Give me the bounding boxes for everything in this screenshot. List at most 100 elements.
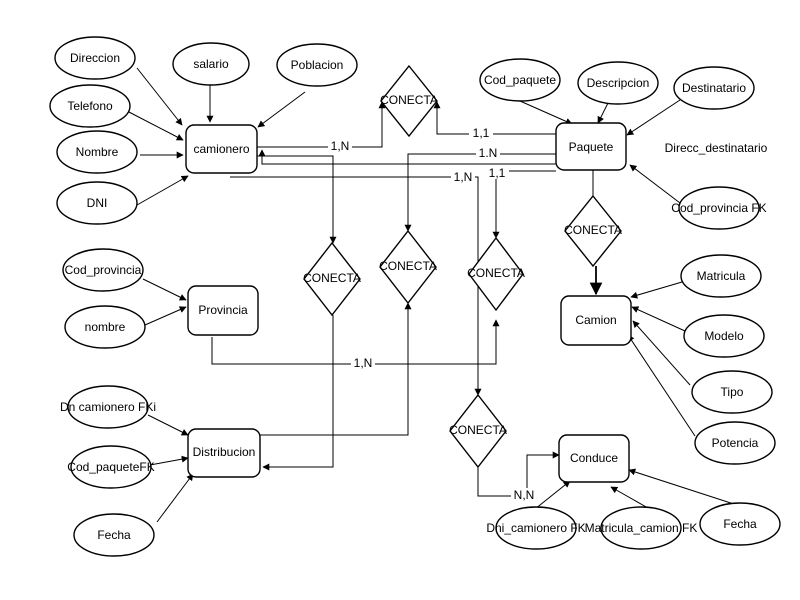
entity-box <box>185 124 258 174</box>
attributes: Direccion salario Poblacion Telefono Nom… <box>49 36 781 557</box>
attribute-tipo[interactable]: Tipo <box>691 370 773 414</box>
attribute-dn-camionero-fk[interactable]: Dn camionero FKi <box>60 385 156 429</box>
attribute-nombre-provincia[interactable]: nombre <box>64 305 146 349</box>
attribute-destinatario[interactable]: Destinatario <box>673 66 755 110</box>
attribute-direcc-destinatario[interactable]: Direcc_destinatario <box>665 141 768 155</box>
edge-matriculacamionfk-conduce <box>610 486 649 509</box>
attribute-matricula[interactable]: Matricula <box>680 254 762 298</box>
attribute-shape <box>56 130 138 174</box>
attribute-dni[interactable]: DNI <box>56 181 138 225</box>
cardinality-label: 1,N <box>331 139 350 153</box>
edge-paquete-rel-top <box>433 101 556 135</box>
attribute-label: salario <box>193 57 229 71</box>
relationship-bottom[interactable]: CONECTA <box>449 393 507 469</box>
attribute-label: DNI <box>87 196 108 210</box>
edge-tipo-camion <box>632 320 691 386</box>
entity-paquete[interactable]: Paquete <box>555 122 627 171</box>
attribute-label: Modelo <box>704 329 744 343</box>
attribute-poblacion[interactable]: Poblacion <box>276 43 358 87</box>
attribute-potencia[interactable]: Potencia <box>694 421 776 465</box>
relationship-diamond <box>468 236 524 312</box>
attribute-descripcion[interactable]: Descripcion <box>577 61 659 105</box>
attribute-cod-provincia-fk[interactable]: Cod_provincia FK <box>671 186 767 230</box>
attribute-cod-paquete-fk[interactable]: Cod_paqueteFK <box>67 445 155 489</box>
cardinality-bg <box>485 166 509 179</box>
attribute-shape <box>678 186 760 230</box>
attribute-label: nombre <box>85 320 126 334</box>
edge-fecha-distribucion <box>156 473 194 523</box>
relationship-diamond <box>564 194 622 268</box>
cardinality-bg <box>511 488 537 501</box>
edge-paquete-camionero <box>258 149 556 165</box>
entity-label: Camion <box>575 313 616 327</box>
edge-camionero-rel-bottom <box>230 176 482 396</box>
edge-distribucion-rel-midcenter <box>260 302 412 436</box>
relationship-label: CONECTA <box>380 93 438 107</box>
attribute-label: Dn camionero FKi <box>60 400 156 414</box>
entity-distribucion[interactable]: Distribucion <box>187 428 261 478</box>
relationship-mid-left[interactable]: CONECTA <box>303 241 361 317</box>
attribute-shape <box>694 421 776 465</box>
attribute-shape <box>683 314 765 358</box>
edge-paquete-rel-midright <box>492 170 556 239</box>
attribute-direccion[interactable]: Direccion <box>54 36 136 80</box>
edge-modelo-camion <box>631 306 686 332</box>
edge-descripcion-paquete <box>597 102 609 124</box>
entity-conduce[interactable]: Conduce <box>558 434 630 483</box>
attribute-shape <box>62 248 144 292</box>
edge-codpaquete-paquete <box>519 100 573 125</box>
entity-label: Paquete <box>569 140 614 154</box>
attribute-label: Matricula <box>697 269 746 283</box>
entity-box <box>558 434 630 483</box>
attribute-shape <box>495 506 577 550</box>
attribute-shape <box>680 254 762 298</box>
attribute-modelo[interactable]: Modelo <box>683 314 765 358</box>
entity-label: Distribucion <box>193 445 256 459</box>
cardinality-bg <box>328 139 352 152</box>
attribute-label: Potencia <box>712 436 759 450</box>
attribute-label: Descripcion <box>587 76 650 90</box>
entity-provincia[interactable]: Provincia <box>187 285 259 336</box>
attribute-nombre[interactable]: Nombre <box>56 130 138 174</box>
attribute-shape <box>673 66 755 110</box>
attribute-telefono[interactable]: Telefono <box>49 84 131 128</box>
attribute-fecha-conduce[interactable]: Fecha <box>699 502 781 546</box>
entity-box <box>560 295 632 346</box>
attribute-shape <box>699 502 781 546</box>
entity-box <box>187 285 259 336</box>
entity-box <box>187 428 261 478</box>
edge-dnicamionerofk-conduce <box>534 480 571 510</box>
entity-camion[interactable]: Camion <box>560 295 632 346</box>
relationships: CONECTA CONECTA CONECTA CONECTA CONECTA … <box>303 64 622 469</box>
attribute-label: Cod_paquete <box>484 73 556 87</box>
attribute-salario[interactable]: salario <box>172 42 250 86</box>
relationship-diamond <box>379 229 437 305</box>
attribute-label: Destinatario <box>682 81 746 95</box>
attribute-matricula-camion-fk[interactable]: Matricula_camion FK <box>585 506 698 550</box>
cardinality-label: 1,N <box>354 356 373 370</box>
relationship-top[interactable]: CONECTA <box>380 64 438 138</box>
attribute-shape <box>67 385 149 429</box>
relationship-mid-right[interactable]: CONECTA <box>467 236 525 312</box>
relationship-diamond <box>380 64 438 138</box>
attribute-shape <box>64 305 146 349</box>
cardinality-bg <box>451 170 475 183</box>
attribute-cod-paquete[interactable]: Cod_paquete <box>479 58 561 102</box>
entity-label: Conduce <box>570 451 618 465</box>
relationship-mid-center[interactable]: CONECTA <box>379 229 437 305</box>
entity-label: camionero <box>193 142 249 156</box>
attribute-shape <box>54 36 136 80</box>
edge-fecha-conduce <box>628 468 741 507</box>
attribute-dni-camionero-fk[interactable]: Dni_camionero FK <box>486 506 586 550</box>
edge-dni-camionero <box>136 175 189 206</box>
edge-camionero-rel-midleft <box>257 155 337 244</box>
entity-camionero[interactable]: camionero <box>185 124 258 174</box>
attribute-cod-provincia[interactable]: Cod_provincia <box>62 248 144 292</box>
cardinality-label: 1,1 <box>473 126 490 140</box>
edge-rel-midleft-distribucion <box>262 315 334 471</box>
attribute-label: Matricula_camion FK <box>585 521 698 535</box>
relationship-label: CONECTA <box>303 271 361 285</box>
edge-destinatario-paquete <box>626 99 681 136</box>
attribute-fecha-distribucion[interactable]: Fecha <box>73 513 155 557</box>
relationship-paquete-camion[interactable]: CONECTA <box>564 194 622 268</box>
